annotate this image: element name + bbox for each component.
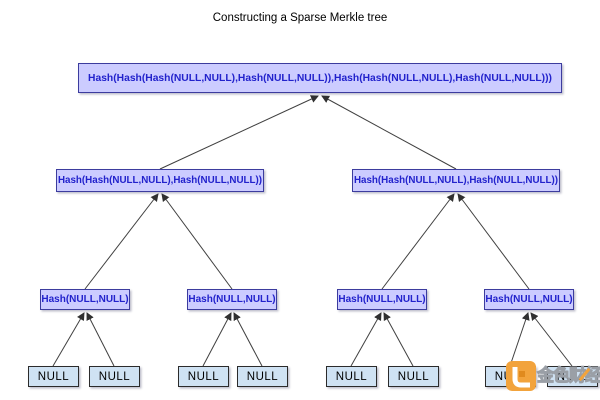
tree-node-level2-right: Hash(Hash(NULL,NULL),Hash(NULL,NULL)) <box>352 169 560 192</box>
tree-node-level3-3: Hash(NULL,NULL) <box>337 289 427 310</box>
tree-leaf-null-1: NULL <box>28 366 79 387</box>
tree-leaf-null-6: NULL <box>388 366 439 387</box>
tree-node-level3-2: Hash(NULL,NULL) <box>187 289 277 310</box>
tree-leaf-null-2: NULL <box>89 366 140 387</box>
tree-node-root: Hash(Hash(Hash(NULL,NULL),Hash(NULL,NULL… <box>78 63 562 93</box>
watermark-text: 金色财经 <box>537 366 600 386</box>
tree-node-level3-4: Hash(NULL,NULL) <box>484 289 574 310</box>
tree-leaf-null-5: NULL <box>326 366 377 387</box>
diagram-title: Constructing a Sparse Merkle tree <box>212 12 388 24</box>
jinse-coin-icon <box>506 361 536 391</box>
tree-leaf-null-4: NULL <box>237 366 288 387</box>
tree-node-level2-left: Hash(Hash(NULL,NULL),Hash(NULL,NULL)) <box>56 169 264 192</box>
tree-node-level3-1: Hash(NULL,NULL) <box>40 289 130 310</box>
watermark: 金色财经 <box>506 361 600 391</box>
tree-leaf-null-3: NULL <box>178 366 229 387</box>
